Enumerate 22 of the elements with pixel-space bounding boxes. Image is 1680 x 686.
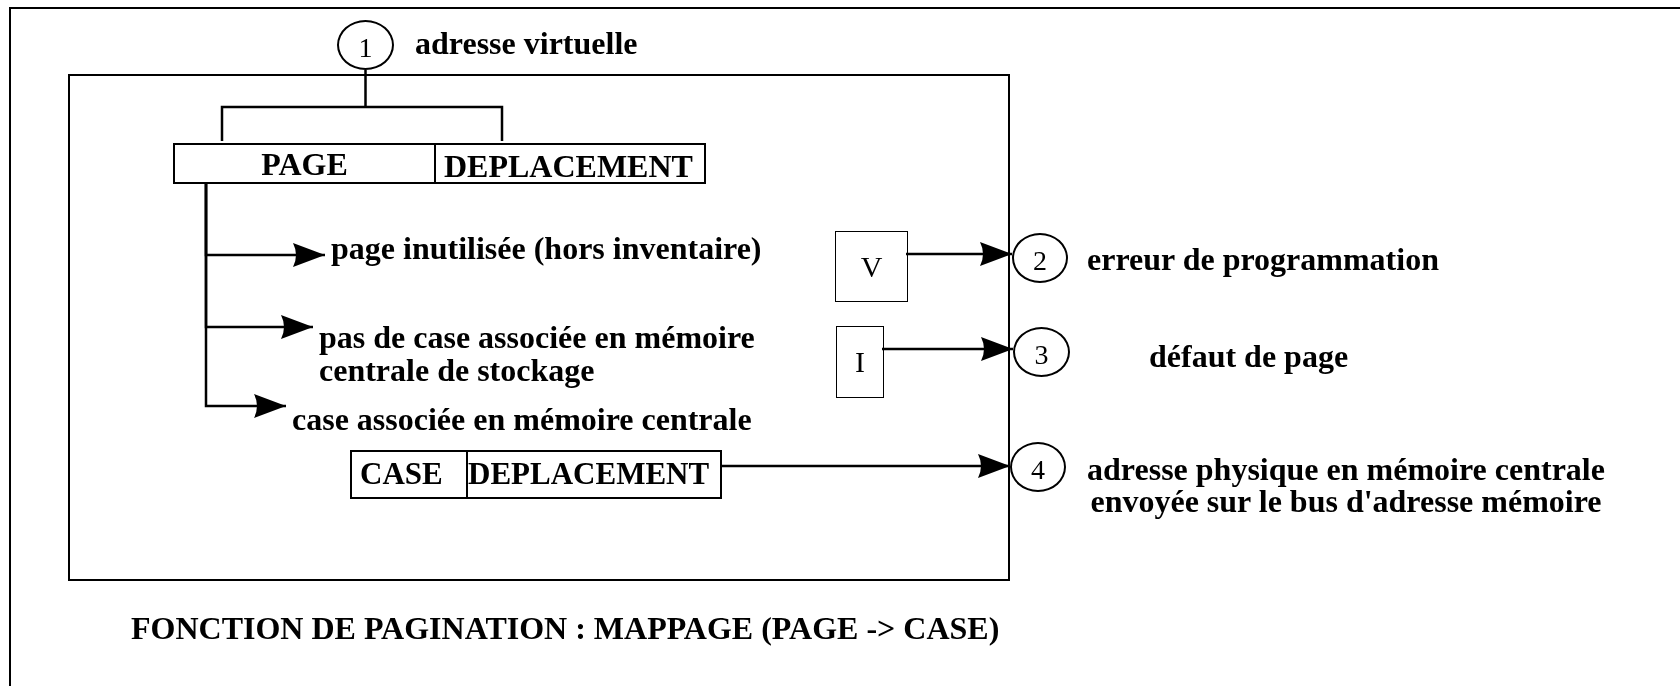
callout-label: adresse physique en mémoire centrale envoyée sur le bus d'adresse mémoire	[1086, 453, 1606, 517]
address-register-box	[350, 450, 722, 499]
numbered-circle: 3	[1013, 327, 1070, 377]
callout-label: adresse virtuelle	[415, 27, 638, 59]
numbered-circle: 2	[1012, 233, 1068, 283]
mapping-box	[68, 74, 1010, 581]
field-label: PAGE	[260, 145, 349, 182]
callout-label: défaut de page	[1149, 340, 1349, 372]
bracket-line	[220, 68, 504, 143]
field-label: DEPLACEMENT	[466, 452, 720, 497]
flag-box: V	[835, 231, 908, 302]
callout-label: erreur de programmation	[1087, 243, 1439, 275]
field-label: DEPLACEMENT	[434, 145, 704, 182]
outcome-text: page inutilisée (hors inventaire)	[331, 232, 762, 265]
outcome-text: pas de case associée en mémoire centrale de stockage	[319, 321, 819, 387]
outcome-text: case associée en mémoire centrale	[292, 403, 752, 436]
numbered-circle: 1	[337, 20, 394, 70]
numbered-circle: 4	[1010, 442, 1066, 492]
diagram-caption: FONCTION DE PAGINATION : MAPPAGE (PAGE -> CASE)	[131, 610, 1000, 647]
address-register-box	[173, 143, 706, 184]
field-label: CASE	[359, 455, 444, 493]
flag-box: I	[836, 326, 884, 398]
